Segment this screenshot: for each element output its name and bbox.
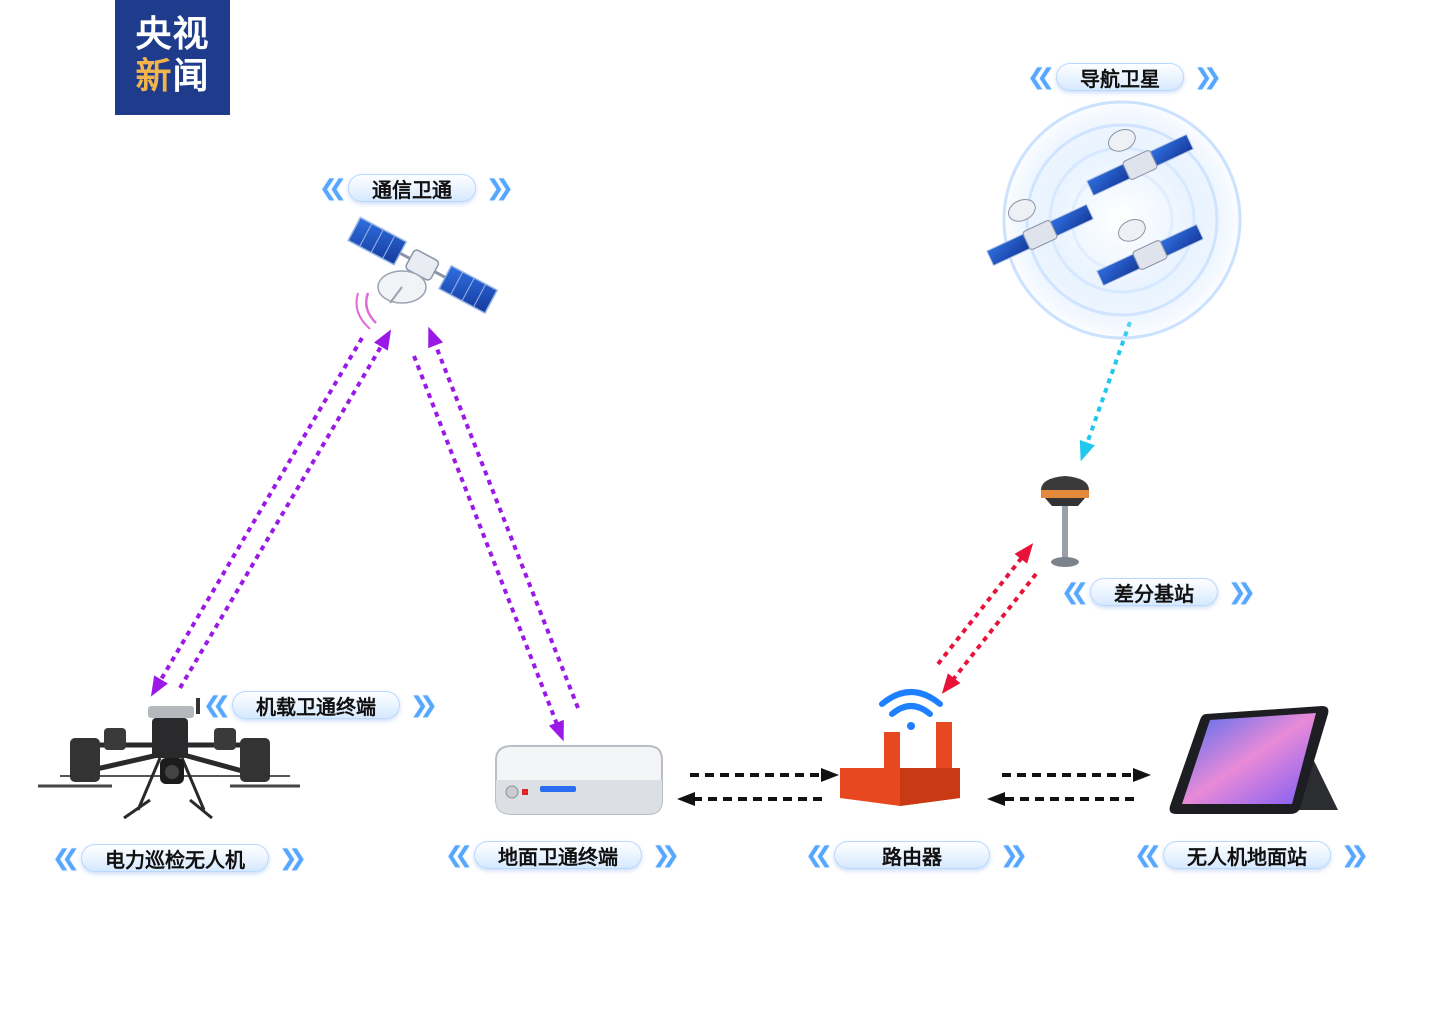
label-comm-satellite: ❮❮ 通信卫通 ❯❯ (312, 171, 514, 205)
ground-terminal-label: 地面卫通终端 (474, 841, 642, 869)
lan-link-router-station (987, 768, 1151, 806)
rtk-link (936, 543, 1038, 694)
logo-line-2: 新闻 (135, 56, 210, 97)
chevrons-right-icon: ❯❯ (652, 842, 680, 868)
satcom-link-drone (150, 329, 392, 697)
label-ground-terminal: ❮❮ 地面卫通终端 ❯❯ (445, 838, 680, 872)
router-label: 路由器 (834, 841, 990, 869)
drone-label: 电力巡检无人机 (81, 844, 269, 872)
differential-base-label: 差分基站 (1090, 578, 1218, 606)
nav-satellite-label: 导航卫星 (1056, 63, 1184, 91)
chevrons-left-icon: ❮❮ (319, 175, 347, 201)
chevrons-right-icon: ❯❯ (1341, 842, 1369, 868)
navigation-satellites-icon (986, 98, 1244, 342)
router-icon (840, 722, 960, 806)
cctv-news-logo: 央视 新闻 (115, 0, 230, 115)
chevrons-right-icon: ❯❯ (410, 692, 438, 718)
chevrons-left-icon: ❮❮ (52, 845, 80, 871)
label-drone: ❮❮ 电力巡检无人机 ❯❯ (52, 841, 307, 875)
ground-station-label: 无人机地面站 (1163, 841, 1331, 869)
logo-line-1: 央视 (135, 14, 210, 55)
airborne-terminal-label: 机载卫通终端 (232, 691, 400, 719)
satcom-link-ground (412, 326, 580, 742)
lan-link-terminal-router (677, 768, 839, 806)
label-differential-base: ❮❮ 差分基站 ❯❯ (1054, 575, 1256, 609)
chevrons-left-icon: ❮❮ (1061, 579, 1089, 605)
chevrons-right-icon: ❯❯ (1000, 842, 1028, 868)
label-ground-station: ❮❮ 无人机地面站 ❯❯ (1134, 838, 1369, 872)
chevrons-left-icon: ❮❮ (203, 692, 231, 718)
gnss-link (1079, 321, 1132, 462)
tablet-icon (1169, 706, 1338, 814)
chevrons-left-icon: ❮❮ (1134, 842, 1162, 868)
comm-satellite-label: 通信卫通 (348, 174, 476, 202)
chevrons-right-icon: ❯❯ (1228, 579, 1256, 605)
chevrons-left-icon: ❮❮ (445, 842, 473, 868)
drone-icon (38, 698, 300, 820)
chevrons-left-icon: ❮❮ (1027, 64, 1055, 90)
chevrons-right-icon: ❯❯ (486, 175, 514, 201)
chevrons-right-icon: ❯❯ (1194, 64, 1222, 90)
label-airborne-terminal: ❮❮ 机载卫通终端 ❯❯ (203, 688, 438, 722)
chevrons-left-icon: ❮❮ (805, 842, 833, 868)
wifi-icon (879, 689, 943, 730)
chevrons-right-icon: ❯❯ (279, 845, 307, 871)
gnss-base-station-icon (1041, 476, 1089, 567)
label-nav-satellite: ❮❮ 导航卫星 ❯❯ (1020, 60, 1222, 94)
ground-terminal-icon (495, 745, 663, 815)
satellite-icon (347, 216, 499, 330)
label-router: ❮❮ 路由器 ❯❯ (805, 838, 1028, 872)
